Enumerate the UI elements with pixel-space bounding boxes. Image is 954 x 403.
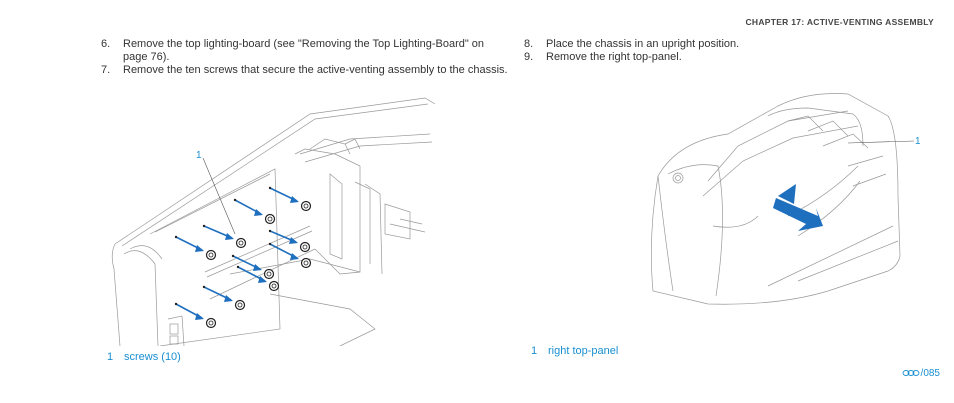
screw-head (303, 260, 309, 266)
step-text: Remove the right top-panel. (546, 51, 682, 63)
screw-hole (231, 254, 235, 258)
step-item: 8. Place the chassis in an upright positi… (524, 38, 824, 51)
figure-caption: 1 right top-panel (531, 345, 618, 357)
caption-text: screws (10) (124, 351, 181, 363)
arrow-head (289, 237, 298, 244)
screw-hole (202, 224, 206, 228)
screw-head (266, 271, 272, 277)
screw-head (271, 283, 277, 289)
screw-head (267, 216, 273, 222)
page-number: /085 (902, 368, 940, 379)
screw-head (238, 240, 244, 246)
screw-icon (205, 317, 217, 329)
screw-icon (300, 257, 312, 269)
arrow-head (258, 276, 267, 283)
screw-hole (236, 265, 240, 269)
screw-hole (174, 235, 178, 239)
screw-hole (233, 198, 237, 202)
step-item: 7. Remove the ten screws that secure the … (101, 64, 511, 77)
screw-head (208, 320, 214, 326)
figure-caption: 1 screws (10) (107, 351, 181, 363)
caption-number: 1 (531, 345, 538, 357)
caption-text: right top-panel (548, 345, 619, 357)
screw-head (302, 244, 308, 250)
arrow-head (254, 209, 263, 216)
screw-icon (263, 268, 275, 280)
screws-illustration (111, 97, 435, 346)
step-number: 6. (101, 38, 111, 50)
alienware-logo-icon (902, 370, 919, 377)
screw-icon (268, 280, 280, 292)
chapter-header: CHAPTER 17: ACTIVE-VENTING ASSEMBLY (745, 17, 934, 27)
screw-hole (268, 229, 272, 233)
screw-icon (300, 200, 312, 212)
screw-hole (268, 186, 272, 190)
step-text: Remove the ten screws that secure the ac… (123, 64, 508, 76)
screw-icon (264, 213, 276, 225)
right-top-panel-illustration (650, 93, 915, 305)
steps-list-right: 8. Place the chassis in an upright positi… (524, 38, 824, 64)
callout-number: 1 (915, 136, 921, 147)
step-number: 8. (524, 38, 534, 50)
page-number-text: 085 (923, 368, 940, 379)
screw-hole (174, 302, 178, 306)
screw-icon (299, 241, 311, 253)
caption-number: 1 (107, 351, 114, 363)
step-text: Place the chassis in an upright position… (546, 38, 740, 50)
step-number: 7. (101, 64, 111, 76)
arrow-head (290, 196, 299, 203)
screw-head (303, 203, 309, 209)
arrow-head (224, 295, 233, 302)
screw-head (208, 252, 214, 258)
arrow-head (195, 245, 204, 252)
callout-number: 1 (196, 150, 202, 161)
screw-icon (205, 249, 217, 261)
screw-icon (235, 237, 247, 249)
step-item: 6. Remove the top lighting-board (see "Re… (101, 38, 511, 64)
step-number: 9. (524, 51, 534, 63)
screw-hole (268, 242, 272, 246)
steps-list-left: 6. Remove the top lighting-board (see "Re… (101, 38, 511, 77)
screw-hole (202, 285, 206, 289)
step-item: 9. Remove the right top-panel. (524, 51, 824, 64)
arrow-head (195, 313, 204, 320)
step-text: Remove the top lighting-board (see "Remo… (123, 38, 485, 63)
screw-icon (234, 299, 246, 311)
arrow-head (253, 264, 262, 271)
screw-head (237, 302, 243, 308)
arrow-head (225, 233, 234, 240)
arrow-head (290, 253, 299, 260)
